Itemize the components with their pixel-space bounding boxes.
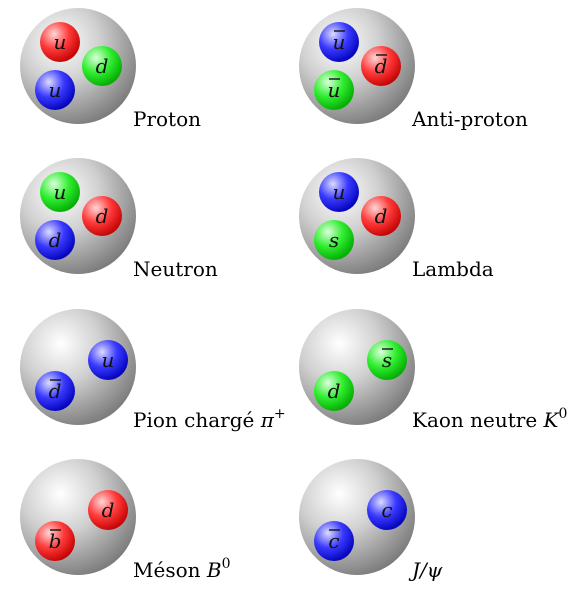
quark-sphere bbox=[314, 521, 354, 561]
quark-letter: u bbox=[333, 30, 346, 54]
quark-sphere bbox=[88, 340, 128, 380]
quark-letter: u bbox=[49, 78, 62, 102]
quark-letter: d bbox=[375, 54, 388, 78]
quark-letter: u bbox=[102, 348, 115, 372]
quark-d: d bbox=[82, 196, 122, 236]
particle-symbol: J/ψ bbox=[408, 558, 443, 582]
quark-d: d bbox=[35, 220, 75, 260]
particle-label: Pion chargé π+ bbox=[133, 406, 286, 432]
quark-u: u bbox=[35, 70, 75, 110]
particle-symbol: B bbox=[206, 558, 222, 582]
quark-d: d bbox=[361, 196, 401, 236]
quark-c: c bbox=[367, 490, 407, 530]
quark-letter: d bbox=[375, 204, 388, 228]
quark-sphere bbox=[319, 172, 359, 212]
particle-label: Lambda bbox=[412, 257, 494, 281]
particle-label: Méson B0 bbox=[133, 556, 230, 582]
quark-letter: s bbox=[329, 228, 339, 252]
quark-d: d bbox=[82, 46, 122, 86]
quark-letter: d bbox=[102, 498, 115, 522]
quark-sphere bbox=[367, 490, 407, 530]
quark-d: d bbox=[88, 490, 128, 530]
quark-sphere bbox=[319, 22, 359, 62]
quark-letter: d bbox=[96, 204, 109, 228]
quark-sphere bbox=[35, 371, 75, 411]
quark-sphere bbox=[35, 220, 75, 260]
quark-letter: u bbox=[333, 180, 346, 204]
quark-letter: u bbox=[54, 180, 67, 204]
quark-letter: d bbox=[96, 54, 109, 78]
quark-u: u bbox=[88, 340, 128, 380]
quark-sphere bbox=[314, 371, 354, 411]
particle-superscript: 0 bbox=[559, 406, 568, 422]
quark-sphere bbox=[361, 196, 401, 236]
quark-sphere bbox=[361, 46, 401, 86]
quark-anti-s: s bbox=[367, 340, 407, 380]
quark-u: u bbox=[40, 22, 80, 62]
quark-sphere bbox=[314, 220, 354, 260]
quark-letter: b bbox=[49, 529, 62, 553]
quark-letter: d bbox=[49, 379, 62, 403]
quark-letter: c bbox=[381, 498, 392, 522]
quark-sphere bbox=[88, 490, 128, 530]
particle-name: Pion chargé bbox=[133, 408, 261, 432]
quark-letter: s bbox=[382, 348, 392, 372]
particle-superscript: + bbox=[274, 406, 286, 422]
quark-anti-d: d bbox=[361, 46, 401, 86]
quark-anti-u: u bbox=[319, 22, 359, 62]
quark-anti-c: c bbox=[314, 521, 354, 561]
particle-name: Méson bbox=[133, 558, 207, 582]
quark-d: d bbox=[314, 371, 354, 411]
quark-s: s bbox=[314, 220, 354, 260]
particle-name: Anti-proton bbox=[411, 107, 528, 131]
particle-name: Lambda bbox=[412, 257, 494, 281]
quark-sphere bbox=[314, 70, 354, 110]
quark-sphere bbox=[367, 340, 407, 380]
quark-sphere bbox=[82, 46, 122, 86]
quark-sphere bbox=[35, 70, 75, 110]
particle-label: Anti-proton bbox=[411, 107, 528, 131]
particle-superscript: 0 bbox=[222, 556, 231, 572]
particle-symbol: K bbox=[543, 408, 560, 432]
particle-symbol: π bbox=[260, 408, 275, 432]
quark-sphere bbox=[40, 172, 80, 212]
particle-label: Proton bbox=[133, 107, 201, 131]
quark-letter: u bbox=[328, 78, 341, 102]
particle-label: Neutron bbox=[133, 257, 218, 281]
quark-sphere bbox=[35, 521, 75, 561]
quark-sphere bbox=[82, 196, 122, 236]
quark-letter: d bbox=[328, 379, 341, 403]
quark-u: u bbox=[40, 172, 80, 212]
quark-letter: c bbox=[328, 529, 339, 553]
quark-letter: u bbox=[54, 30, 67, 54]
particle-name: Proton bbox=[133, 107, 201, 131]
quark-sphere bbox=[40, 22, 80, 62]
quark-anti-d: d bbox=[35, 371, 75, 411]
hadron-7: c cJ/ψ bbox=[299, 459, 443, 582]
quark-u: u bbox=[319, 172, 359, 212]
particle-name: Neutron bbox=[133, 257, 218, 281]
particle-label: Kaon neutre K0 bbox=[412, 406, 567, 432]
particle-label: J/ψ bbox=[408, 558, 443, 582]
particle-name: Kaon neutre bbox=[412, 408, 544, 432]
quark-anti-b: b bbox=[35, 521, 75, 561]
quark-anti-u: u bbox=[314, 70, 354, 110]
quark-letter: d bbox=[49, 228, 62, 252]
